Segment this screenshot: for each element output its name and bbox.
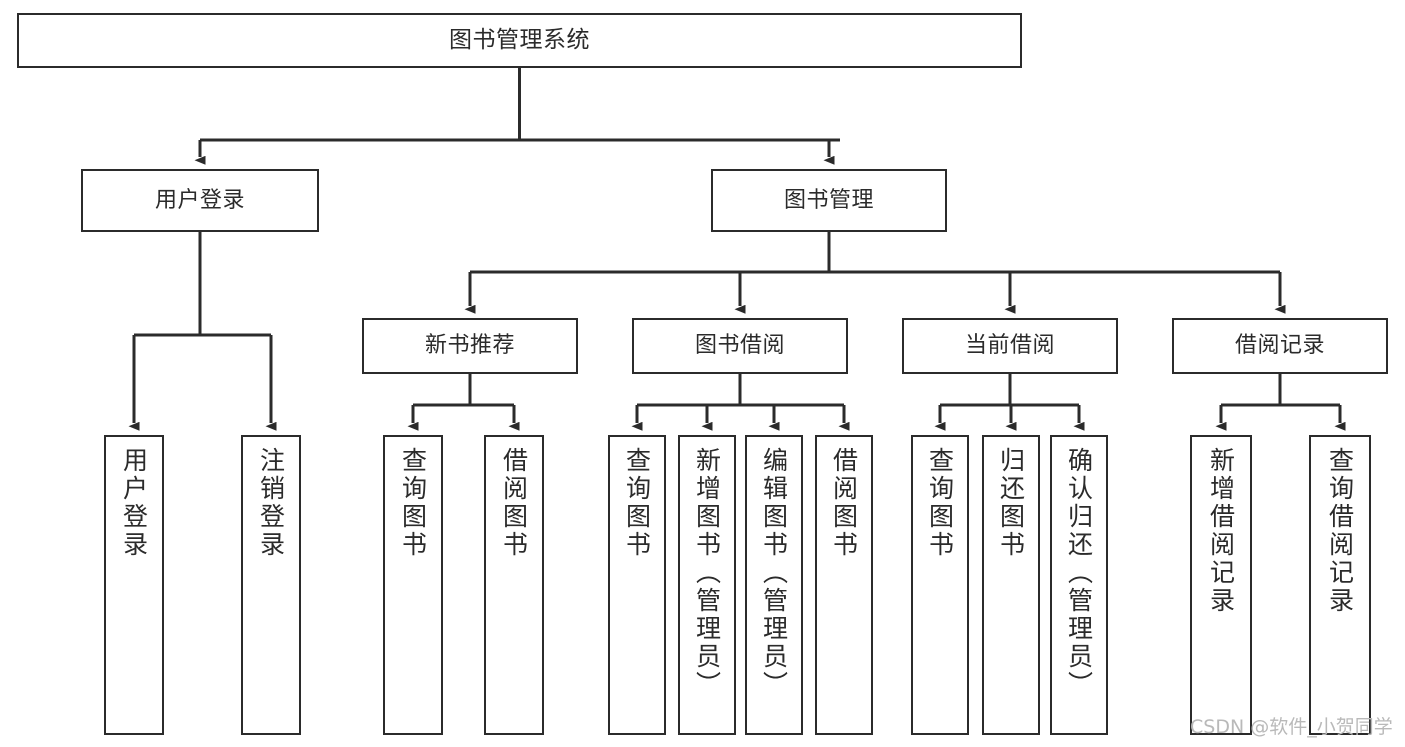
leaf-borrow-book-1-label: 借阅图书	[499, 447, 529, 559]
leaf-add-book-label: 新增图书（管理员）	[692, 447, 722, 699]
node-book-borrow[interactable]: 图书借阅	[632, 318, 848, 374]
leaf-query-book-1[interactable]: 查询图书	[383, 435, 443, 735]
leaf-borrow-book-2[interactable]: 借阅图书	[815, 435, 873, 735]
leaf-query-borrow-record[interactable]: 查询借阅记录	[1309, 435, 1371, 735]
node-borrow-record-label: 借阅记录	[1234, 333, 1325, 359]
leaf-add-borrow-record[interactable]: 新增借阅记录	[1190, 435, 1252, 735]
leaf-query-book-3[interactable]: 查询图书	[911, 435, 969, 735]
leaf-return-book-label: 归还图书	[996, 447, 1026, 559]
leaf-borrow-book-2-label: 借阅图书	[829, 447, 859, 559]
node-book-management[interactable]: 图书管理	[711, 169, 947, 232]
leaf-edit-book-label: 编辑图书（管理员）	[759, 447, 789, 699]
leaf-confirm-return-label: 确认归还（管理员）	[1064, 447, 1094, 699]
leaf-query-book-1-label: 查询图书	[398, 447, 428, 559]
leaf-query-book-2[interactable]: 查询图书	[608, 435, 666, 735]
leaf-user-login[interactable]: 用户登录	[104, 435, 164, 735]
node-book-borrow-label: 图书借阅	[694, 333, 785, 359]
leaf-query-book-3-label: 查询图书	[925, 447, 955, 559]
node-new-book-recommend[interactable]: 新书推荐	[362, 318, 578, 374]
leaf-confirm-return[interactable]: 确认归还（管理员）	[1050, 435, 1108, 735]
leaf-add-borrow-record-label: 新增借阅记录	[1206, 447, 1236, 615]
leaf-add-book[interactable]: 新增图书（管理员）	[678, 435, 736, 735]
leaf-return-book[interactable]: 归还图书	[982, 435, 1040, 735]
leaf-query-book-2-label: 查询图书	[622, 447, 652, 559]
node-user-login-label: 用户登录	[154, 187, 245, 213]
leaf-query-borrow-record-label: 查询借阅记录	[1325, 447, 1355, 615]
leaf-edit-book[interactable]: 编辑图书（管理员）	[745, 435, 803, 735]
leaf-logout[interactable]: 注销登录	[241, 435, 301, 735]
leaf-user-login-label: 用户登录	[119, 447, 149, 559]
node-book-management-label: 图书管理	[783, 187, 874, 213]
node-root-label: 图书管理系统	[449, 26, 590, 53]
node-new-book-recommend-label: 新书推荐	[424, 333, 515, 359]
node-current-borrow[interactable]: 当前借阅	[902, 318, 1118, 374]
node-borrow-record[interactable]: 借阅记录	[1172, 318, 1388, 374]
node-user-login[interactable]: 用户登录	[81, 169, 319, 232]
leaf-logout-label: 注销登录	[256, 447, 286, 559]
leaf-borrow-book-1[interactable]: 借阅图书	[484, 435, 544, 735]
node-root[interactable]: 图书管理系统	[17, 13, 1022, 68]
csdn-watermark: CSDN @软件_小贺同学	[1190, 716, 1393, 738]
node-current-borrow-label: 当前借阅	[964, 333, 1055, 359]
